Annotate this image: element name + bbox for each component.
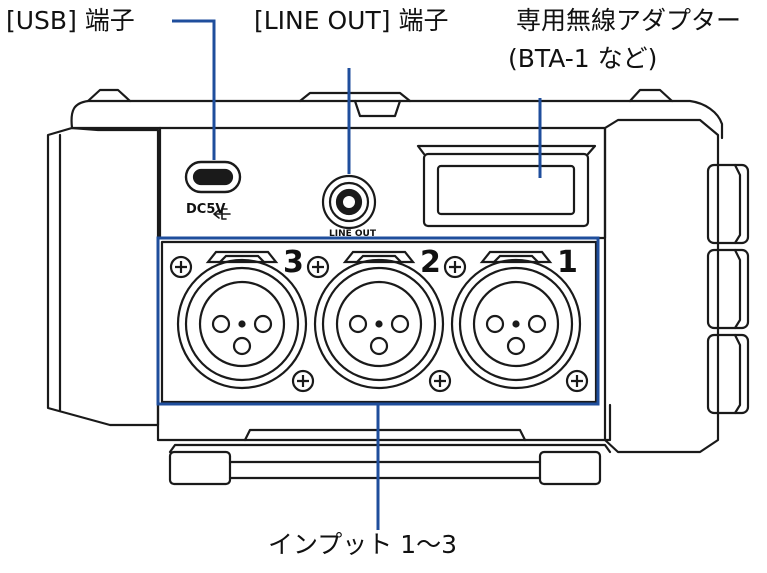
line-out-jack	[321, 174, 377, 230]
input-number-3: 3	[283, 245, 304, 280]
usb-marking: DC5V	[186, 202, 225, 217]
line-out-marking: LINE OUT	[329, 229, 377, 239]
usb-port-label: [USB] 端子	[6, 6, 135, 35]
usb-port	[184, 160, 242, 194]
wireless-adapter-label: 専用無線アダプター	[516, 6, 742, 35]
inputs-label: インプット 1〜3	[268, 530, 458, 559]
wireless-adapter-label-sub: (BTA-1 など)	[508, 44, 658, 73]
usb-callout-line	[172, 19, 216, 160]
device-top-edge	[70, 99, 724, 140]
device-body-outline	[46, 126, 160, 427]
wireless-adapter-slot	[422, 152, 590, 228]
right-side	[603, 118, 720, 454]
xlr-input-2	[306, 250, 452, 393]
xlr-input-1	[443, 250, 589, 393]
line-out-label: [LINE OUT] 端子	[254, 6, 449, 35]
xlr-input-3	[169, 250, 315, 393]
input-number-2: 2	[420, 245, 441, 280]
input-number-1: 1	[557, 245, 578, 280]
